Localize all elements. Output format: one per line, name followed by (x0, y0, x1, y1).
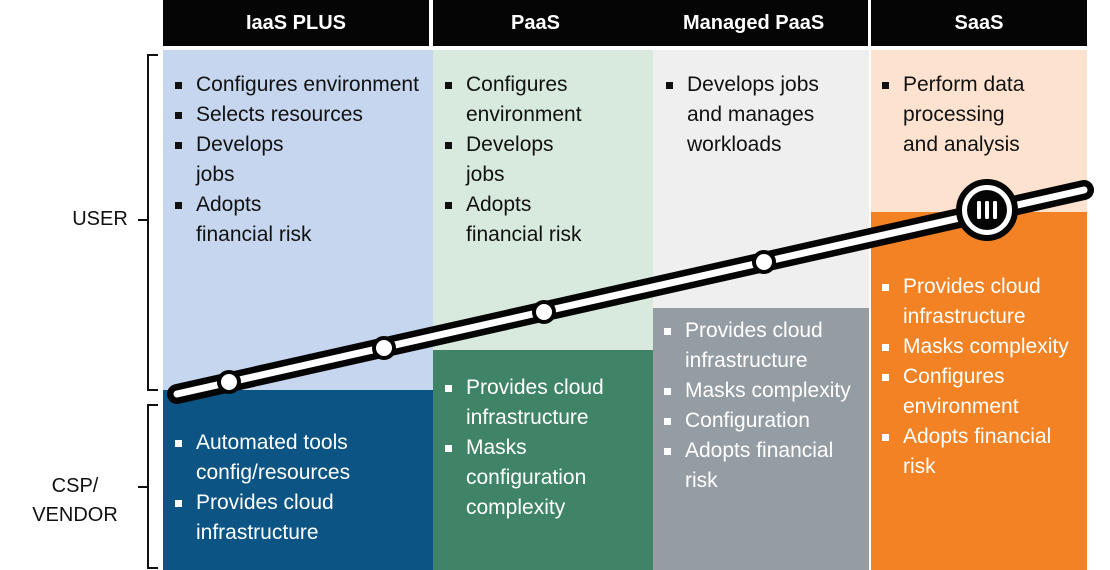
three-bars-icon (956, 179, 1018, 241)
managed-paas-vendor-list: Provides cloud infrastructure Masks comp… (652, 316, 868, 496)
iaas-user-panel (163, 50, 433, 390)
list-item: Provides cloud infrastructure (652, 316, 868, 376)
list-item: Provides cloud infrastructure (433, 373, 653, 433)
list-item: Adopts financial risk (163, 190, 313, 250)
slider-stop-managed-paas (752, 250, 776, 274)
header-saas: SaaS (871, 0, 1087, 46)
list-item: Provides cloud infrastructure (870, 272, 1086, 332)
header-saas-label: SaaS (954, 11, 1004, 34)
list-item: Develops jobs (433, 130, 593, 190)
list-item: Configures environment (433, 70, 653, 130)
list-item: Adopts financial risk (652, 436, 852, 496)
saas-vendor-panel (871, 212, 1087, 570)
paas-vendor-list: Provides cloud infrastructure Masks conf… (433, 373, 653, 523)
header-paas-label: PaaS (511, 11, 560, 34)
iaas-vendor-list: Automated tools config/resources Provide… (163, 428, 428, 548)
list-item: Adopts financial risk (433, 190, 593, 250)
list-item: Masks complexity (652, 376, 868, 406)
list-item: Masks complexity (870, 332, 1086, 362)
user-label: USER (72, 208, 128, 230)
slider-stop-paas-start (372, 336, 396, 360)
list-item: Masks configuration complexity (433, 433, 633, 523)
list-item: Develops jobs and manages workloads (654, 70, 844, 160)
slider-stop-paas (532, 300, 556, 324)
list-item: Configuration (652, 406, 868, 436)
list-item: Perform data processing and analysis (870, 70, 1040, 160)
slider-track (173, 186, 1088, 398)
slider-stop-iaas (217, 370, 241, 394)
list-item: Configures environment (870, 362, 1086, 422)
iaas-vendor-panel (163, 390, 433, 570)
user-bracket (138, 54, 158, 391)
list-item: Configures environment (163, 70, 428, 100)
saas-user-list: Perform data processing and analysis (870, 70, 1080, 160)
paas-user-list: Configures environment Develops jobs Ado… (433, 70, 653, 250)
header-paas-group: PaaS Managed PaaS (433, 0, 868, 46)
header-iaas-plus-label: IaaS PLUS (245, 11, 347, 34)
header-managed-paas-label: Managed PaaS (683, 11, 825, 34)
list-item: Provides cloud infrastructure (163, 488, 373, 548)
vendor-bracket (138, 404, 158, 569)
list-item: Adopts financial risk (870, 422, 1086, 482)
iaas-user-list: Configures environment Selects resources… (163, 70, 428, 250)
header-iaas-plus: IaaS PLUS (163, 0, 429, 46)
list-item: Selects resources (163, 100, 428, 130)
managed-paas-vendor-panel (653, 308, 869, 570)
list-item: Automated tools config/resources (163, 428, 393, 488)
paas-vendor-panel (433, 350, 653, 570)
managed-paas-user-list: Develops jobs and manages workloads (654, 70, 844, 160)
saas-vendor-list: Provides cloud infrastructure Masks comp… (870, 272, 1086, 482)
csp-vendor-label: CSP/ VENDOR (32, 475, 118, 526)
list-item: Develops jobs (163, 130, 313, 190)
